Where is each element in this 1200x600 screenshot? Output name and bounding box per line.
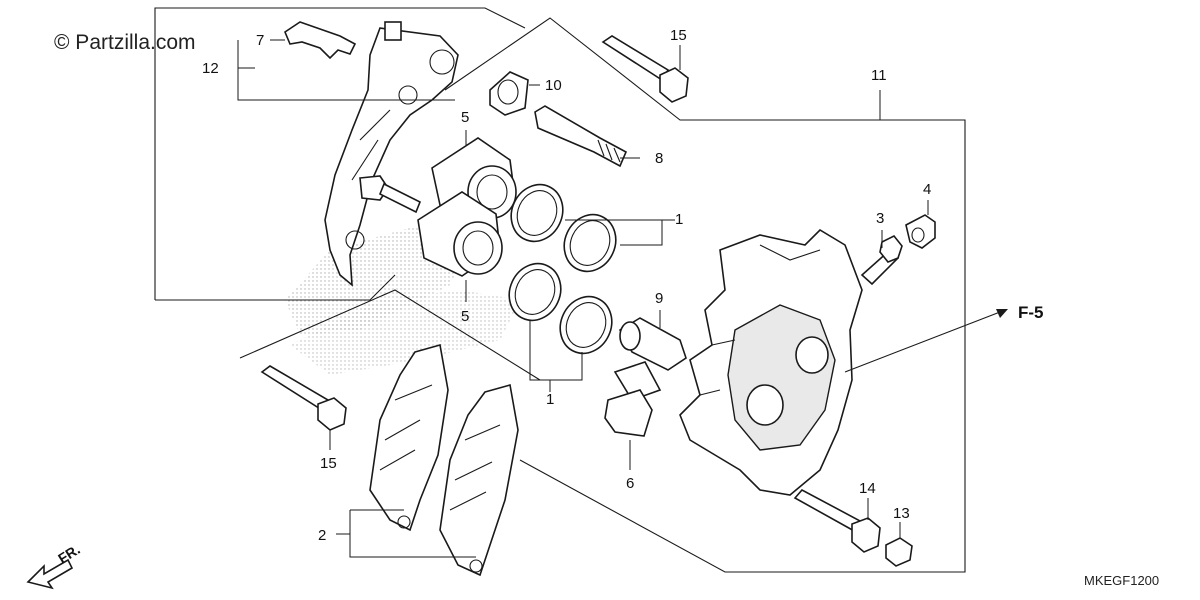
callout-11: 11 <box>871 67 887 84</box>
callout-12: 12 <box>202 60 219 77</box>
callout-5a: 5 <box>461 109 469 126</box>
callout-15b: 15 <box>320 455 337 472</box>
callout-8: 8 <box>655 150 663 167</box>
callout-3: 3 <box>876 210 884 227</box>
pin-boot <box>489 71 529 116</box>
callout-14: 14 <box>859 480 876 497</box>
callout-15a: 15 <box>670 27 687 44</box>
caliper-body <box>679 228 863 496</box>
mounting-bolt-lower <box>260 365 347 431</box>
callout-1b: 1 <box>546 391 554 408</box>
callout-6: 6 <box>626 475 634 492</box>
leader-lines <box>237 39 929 558</box>
pad-spring <box>284 21 357 60</box>
caliper-bracket <box>324 21 459 287</box>
reference-label: F-5 <box>1018 303 1044 322</box>
bracket-pin <box>359 175 422 214</box>
callout-13: 13 <box>893 505 910 522</box>
slide-pin <box>534 105 628 168</box>
piston-lower <box>417 191 503 277</box>
callout-5b: 5 <box>461 308 469 325</box>
bleed-screw <box>860 234 903 286</box>
bracket-assembly-frame <box>154 7 526 301</box>
callout-1a: 1 <box>675 211 683 228</box>
diagram-code: MKEGF1200 <box>1084 573 1159 588</box>
piston-seals <box>508 183 617 355</box>
callout-7: 7 <box>256 32 264 49</box>
front-label: FR. <box>55 541 83 567</box>
mounting-bolt-upper <box>601 35 689 103</box>
bleed-cap <box>905 214 936 249</box>
pin-plug <box>885 537 913 567</box>
pad-pin <box>618 317 687 371</box>
pad-shim <box>604 361 662 437</box>
reference-arrow <box>844 309 1008 373</box>
callout-10: 10 <box>545 77 562 94</box>
brake-pad-outer <box>439 383 519 577</box>
callout-9: 9 <box>655 290 663 307</box>
pin-bolt <box>793 488 881 553</box>
watermark-text: © Partzilla.com <box>54 31 196 54</box>
brake-pad-inner <box>369 343 449 532</box>
caliper-assembly-frame <box>239 17 966 573</box>
callout-2: 2 <box>318 527 326 544</box>
callout-4: 4 <box>923 181 931 198</box>
front-arrow-icon <box>26 558 74 590</box>
